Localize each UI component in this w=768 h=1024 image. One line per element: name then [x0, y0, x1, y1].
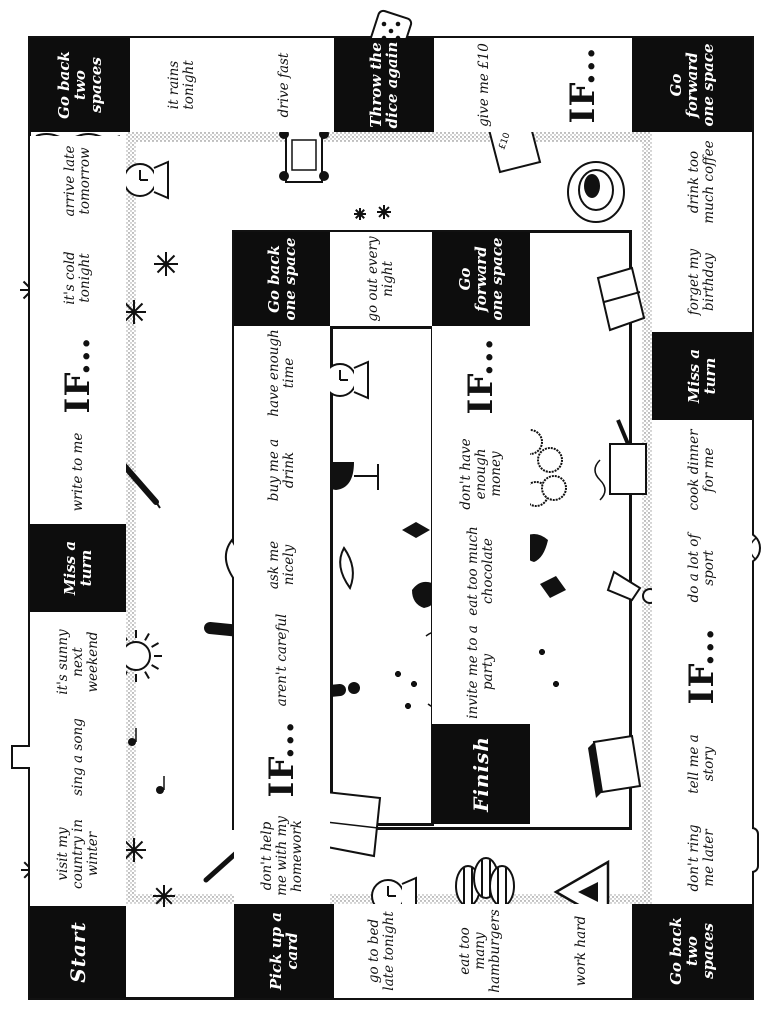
square-miss-turn-2: Miss a turn: [652, 332, 752, 420]
square-throw-again: Throw the dice again: [334, 38, 434, 132]
square-label: work hard: [572, 915, 589, 987]
square-invite-party: invite me to a party: [432, 620, 530, 724]
square-write-to-me: write to me: [30, 420, 126, 524]
square-label: give me £10: [475, 43, 492, 127]
square-back-one: Go back one space: [234, 232, 330, 326]
square-label: cook dinner for me: [686, 429, 717, 511]
square-work-hard: work hard: [530, 904, 632, 998]
square-cook-dinner: cook dinner for me: [652, 420, 752, 520]
square-label: Miss a turn: [61, 540, 95, 596]
square-label: go out every night: [365, 236, 396, 322]
square-label: Go forward one space: [667, 43, 717, 127]
square-too-much-coffee: drink too much coffee: [652, 132, 752, 232]
square-label: Go back one space: [265, 237, 299, 321]
square-label: IF...: [563, 46, 603, 124]
square-ring-later: don't ring me later: [652, 812, 752, 904]
square-if-5: IF...: [432, 326, 530, 426]
square-bed-late: go to bed late tonight: [334, 904, 430, 998]
square-label: have enough time: [266, 329, 297, 417]
square-not-careful: aren't careful: [234, 610, 330, 710]
square-label: go to bed late tonight: [366, 911, 397, 991]
board-centre: [330, 326, 434, 826]
square-label: IF...: [58, 336, 98, 414]
square-label: IF...: [461, 337, 501, 415]
square-label: it rains tonight: [166, 60, 197, 110]
square-label: don't ring me later: [686, 824, 717, 892]
square-no-money: don't have enough money: [432, 426, 530, 522]
square-tell-story: tell me a story: [652, 716, 752, 812]
square-buy-drink: buy me a drink: [234, 420, 330, 520]
square-label: invite me to a party: [465, 625, 496, 719]
square-visit-country: visit my country in winter: [30, 802, 126, 906]
square-label: do a lot of sport: [686, 533, 717, 603]
square-label: visit my country in winter: [54, 819, 101, 889]
square-pick-card: Pick up a card: [234, 904, 334, 998]
square-label: aren't careful: [273, 613, 290, 707]
square-label: Go back two spaces: [55, 51, 105, 119]
square-enough-time: have enough time: [234, 326, 330, 420]
square-forget-birthday: forget my birthday: [652, 232, 752, 332]
square-lot-of-sport: do a lot of sport: [652, 520, 752, 616]
square-sing-song: sing a song: [30, 712, 126, 802]
square-label: it's sunny next weekend: [54, 629, 101, 695]
square-miss-turn-1: Miss a turn: [30, 524, 126, 612]
square-label: buy me a drink: [266, 438, 297, 502]
square-ask-nicely: ask me nicely: [234, 520, 330, 610]
square-too-much-chocolate: eat too much chocolate: [432, 522, 530, 620]
square-label: Miss a turn: [685, 348, 719, 404]
square-back-two-1: Go back two spaces: [30, 38, 130, 132]
square-drive-fast: drive fast: [234, 38, 334, 132]
square-if-2: IF...: [534, 38, 632, 132]
square-label: arrive late tomorrow: [62, 145, 93, 217]
square-if-4: IF...: [234, 710, 330, 808]
square-label: Go back two spaces: [667, 917, 717, 985]
square-label: don't help me with my homework: [258, 816, 305, 896]
square-label: Go forward one space: [456, 237, 506, 321]
square-cold-tonight: it's cold tonight: [30, 226, 126, 330]
square-start: Start: [30, 906, 126, 998]
square-sunny-weekend: it's sunny next weekend: [30, 612, 126, 712]
square-label: ask me nicely: [266, 540, 297, 590]
square-label: drive fast: [275, 52, 292, 118]
square-finish: Finish: [432, 724, 530, 824]
square-give-me-10: give me £10: [434, 38, 534, 132]
square-eat-hamburgers: eat too many hamburgers: [430, 904, 530, 998]
square-forward-one-2: Go forward one space: [432, 232, 530, 326]
square-rains-tonight: it rains tonight: [130, 38, 234, 132]
square-label: write to me: [69, 432, 86, 512]
square-help-homework: don't help me with my homework: [234, 808, 330, 904]
square-label: sing a song: [69, 718, 86, 796]
square-label: forget my birthday: [686, 248, 717, 316]
square-if-3: IF...: [652, 616, 752, 716]
square-label: IF...: [262, 720, 302, 798]
square-label: eat too many hamburgers: [456, 909, 503, 993]
square-if-1: IF...: [30, 330, 126, 420]
square-go-out: go out every night: [330, 232, 432, 326]
square-label: it's cold tonight: [62, 251, 93, 305]
square-label: Throw the dice again: [367, 41, 401, 129]
square-back-two-2: Go back two spaces: [632, 904, 752, 998]
square-label: eat too much chocolate: [465, 526, 496, 616]
square-label: tell me a story: [686, 734, 717, 794]
square-label: Pick up a card: [267, 911, 301, 991]
square-forward-one-1: Go forward one space: [632, 38, 752, 132]
square-label: Finish: [469, 736, 493, 812]
square-arrive-late: arrive late tomorrow: [30, 136, 126, 226]
square-label: don't have enough money: [457, 438, 504, 510]
square-label: IF...: [682, 627, 722, 705]
square-label: drink too much coffee: [686, 140, 717, 224]
square-label: Start: [66, 921, 90, 983]
